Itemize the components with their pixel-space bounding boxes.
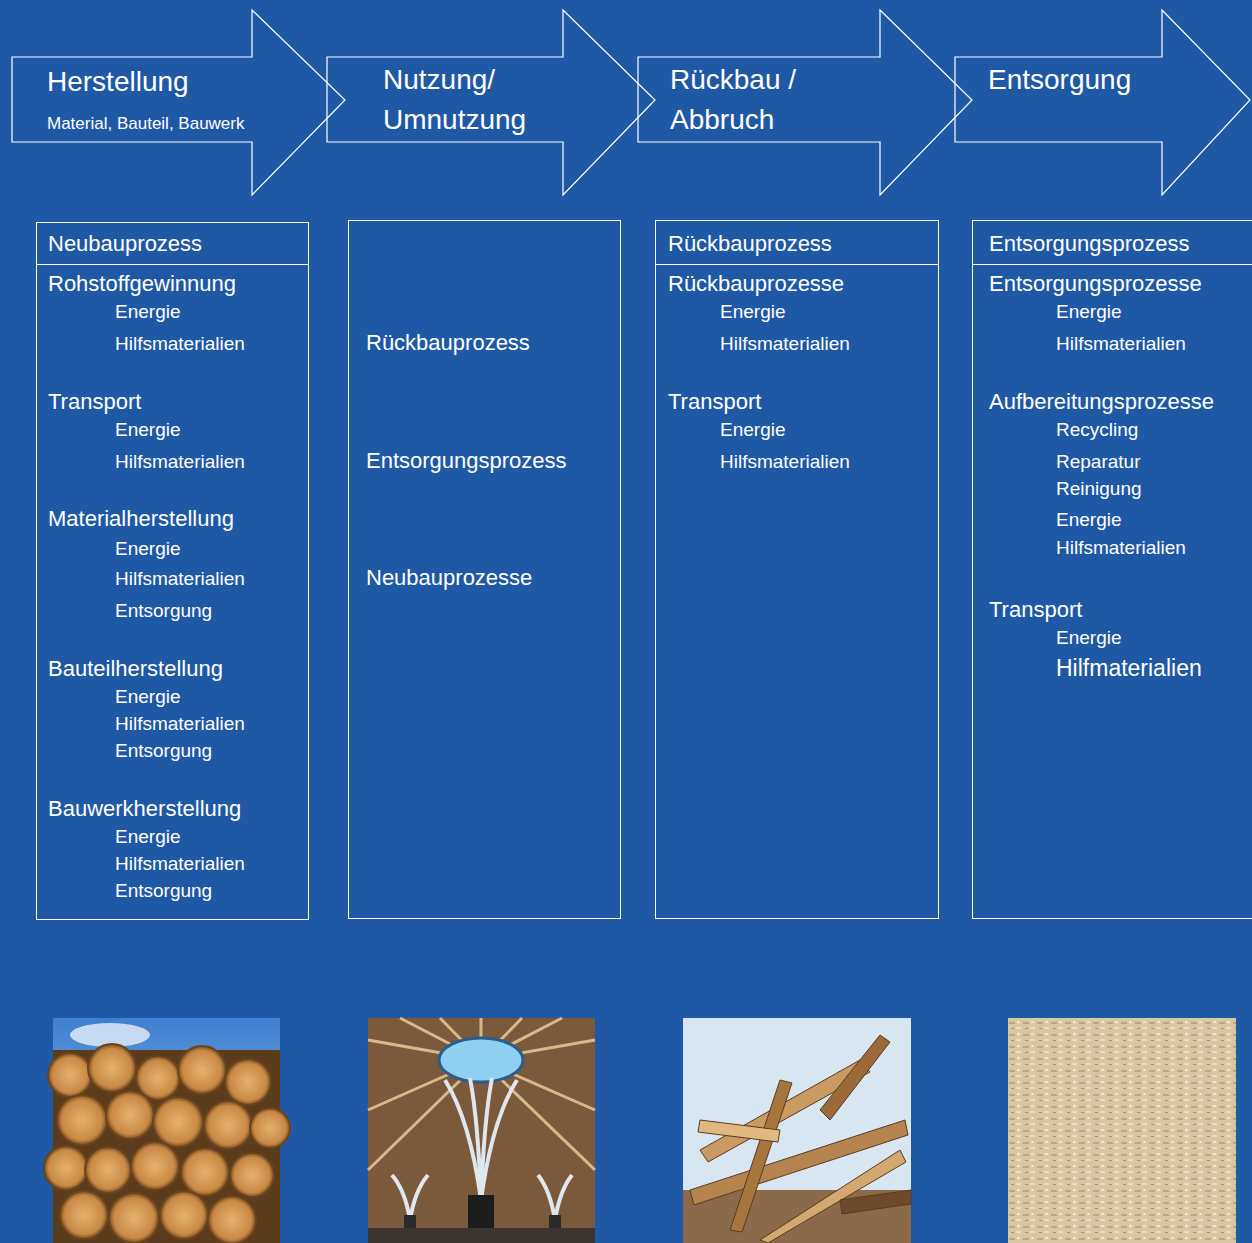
node-text: Energie xyxy=(1056,627,1122,650)
node-text: Energie xyxy=(1056,301,1122,324)
node-text: Hilfsmaterialien xyxy=(115,713,245,736)
node-text: Rohstoffgewinnung xyxy=(48,271,236,297)
node-text: Energie xyxy=(115,538,181,561)
node-text: Hilfsmaterialien xyxy=(115,853,245,876)
node-text: Material, Bauteil, Bauwerk xyxy=(47,114,244,134)
arrow-outline xyxy=(955,10,1251,196)
arrow-outline xyxy=(327,10,656,196)
demolition-photo xyxy=(683,1018,911,1243)
process-column: EntsorgungsprozessEntsorgungsprozesseEne… xyxy=(972,220,1252,919)
node-text: Hilfmaterialien xyxy=(1056,655,1202,683)
node-text: Recycling xyxy=(1056,419,1138,442)
node-text: Entsorgungsprozess xyxy=(366,448,567,474)
node-text: Entsorgung xyxy=(115,880,212,903)
node-heading: Herstellung xyxy=(47,65,189,99)
node-text: Rückbauprozesse xyxy=(668,271,844,297)
node-text: Entsorgung xyxy=(115,600,212,623)
node-heading: Rückbauprozess xyxy=(366,330,530,356)
node-text: Energie xyxy=(115,301,181,324)
node-heading: Entsorgung xyxy=(988,63,1131,97)
node-text: Bauteilherstellung xyxy=(48,656,223,682)
node-text: Reparatur xyxy=(1056,451,1141,474)
node-heading: Neubauprozess xyxy=(48,231,202,257)
node-text: Hilfsmaterialien xyxy=(720,451,850,474)
node-text: Transport xyxy=(668,389,761,415)
node-text: Hilfsmaterialien xyxy=(1056,537,1186,560)
node-text: Energie xyxy=(720,301,786,324)
process-column: RückbauprozessEntsorgungsprozessNeubaupr… xyxy=(348,220,621,919)
process-column: NeubauprozessRohstoffgewinnungEnergieHil… xyxy=(36,222,309,920)
node-text: Entsorgung xyxy=(115,740,212,763)
header-divider xyxy=(37,264,308,265)
node-text: Hilfsmaterialien xyxy=(720,333,850,356)
node-text: Neubauprozesse xyxy=(366,565,532,591)
node-text: Energie xyxy=(720,419,786,442)
header-divider xyxy=(656,264,938,265)
roof-structure-photo xyxy=(368,1018,595,1243)
node-text: Hilfsmaterialien xyxy=(115,568,245,591)
node-text: Transport xyxy=(989,597,1082,623)
chipboard-photo xyxy=(1008,1018,1236,1243)
node-heading: Rückbau / Abbruch xyxy=(670,60,845,140)
node-text: Reinigung xyxy=(1056,478,1142,501)
process-column: RückbauprozessRückbauprozesseEnergieHilf… xyxy=(655,220,939,919)
node-text: Energie xyxy=(115,686,181,709)
phase-arrow: HerstellungMaterial, Bauteil, Bauwerk xyxy=(12,10,346,196)
arrow-outline xyxy=(12,10,346,196)
phase-arrow: Entsorgung xyxy=(955,10,1251,196)
node-text: Energie xyxy=(115,419,181,442)
arrow-outline xyxy=(638,10,973,196)
phase-arrow: Rückbau / Abbruch xyxy=(638,10,973,196)
node-heading: Entsorgungsprozess xyxy=(989,231,1190,257)
node-text: Hilfsmaterialien xyxy=(115,333,245,356)
node-text: Hilfsmaterialien xyxy=(1056,333,1186,356)
node-heading: Nutzung/ Umnutzung xyxy=(383,60,558,140)
node-text: Hilfsmaterialien xyxy=(115,451,245,474)
node-text: Energie xyxy=(1056,509,1122,532)
node-text: Aufbereitungsprozesse xyxy=(989,389,1214,415)
header-divider xyxy=(973,264,1252,265)
phase-arrow: Nutzung/ Umnutzung xyxy=(327,10,656,196)
node-heading: Rückbauprozess xyxy=(668,231,832,257)
node-text: Energie xyxy=(115,826,181,849)
log-pile-photo xyxy=(44,1018,290,1243)
node-text: Transport xyxy=(48,389,141,415)
node-text: Bauwerkherstellung xyxy=(48,796,241,822)
node-text: Materialherstellung xyxy=(48,506,234,532)
node-text: Entsorgungsprozesse xyxy=(989,271,1202,297)
